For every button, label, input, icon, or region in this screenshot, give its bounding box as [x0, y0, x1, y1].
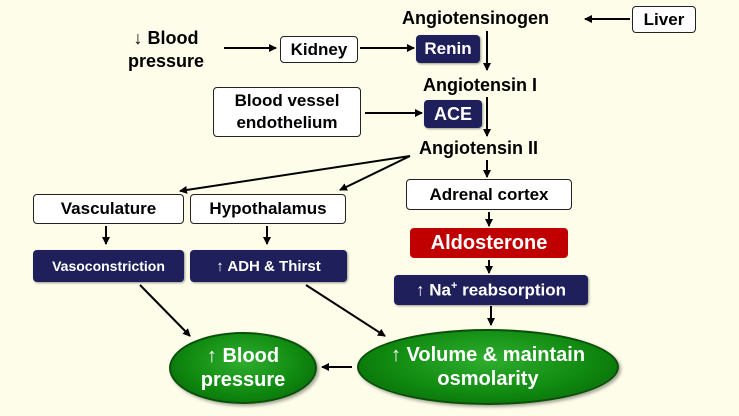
hypothalamus-label: Hypothalamus: [209, 199, 327, 218]
na-reabsorption-box: ↑ Na+ reabsorption: [394, 275, 588, 305]
aldosterone-box: Aldosterone: [410, 228, 568, 258]
angiotensin-2-label: Angiotensin II: [419, 138, 538, 158]
arrow-angiotensin2-to-vasculature: [179, 155, 411, 194]
hypothalamus-box: Hypothalamus: [190, 194, 346, 224]
liver-label: Liver: [643, 9, 685, 29]
liver-box: Liver: [632, 6, 696, 33]
renin-label: Renin: [424, 39, 472, 58]
ace-label: ACE: [433, 103, 472, 124]
volume-line2: osmolarity: [437, 368, 539, 390]
adh-thirst-label: ↑ ADH & Thirst: [216, 257, 321, 275]
endothelium-line2: endothelium: [236, 113, 338, 132]
endothelium-line1: Blood vessel: [234, 91, 340, 110]
angiotensinogen-label: Angiotensinogen: [402, 8, 549, 28]
arrow-vasoconstriction-to-bp: [139, 284, 191, 337]
blood-pressure-increase-oval: ↑ Blood pressure: [169, 332, 317, 404]
volume-osmolarity-oval: ↑ Volume & maintain osmolarity: [357, 329, 619, 405]
adrenal-cortex-label: Adrenal cortex: [429, 184, 549, 204]
high-bp-line1: ↑ Blood: [206, 345, 280, 367]
na-reabsorption-label: ↑ Na+ reabsorption: [416, 280, 566, 301]
na-superscript: +: [450, 279, 458, 292]
na-suffix: reabsorption: [457, 280, 567, 300]
endothelium-box: Blood vessel endothelium: [213, 87, 361, 137]
renin-box: Renin: [416, 35, 480, 63]
volume-line1: ↑ Volume & maintain: [390, 344, 586, 366]
low-bp-line2: pressure: [128, 51, 205, 71]
aldosterone-label: Aldosterone: [430, 231, 548, 254]
low-blood-pressure-label: ↓ Blood pressure: [128, 27, 204, 73]
adh-thirst-box: ↑ ADH & Thirst: [190, 250, 347, 282]
vasoconstriction-label: Vasoconstriction: [52, 258, 165, 274]
arrow-angiotensin2-to-hypothalamus: [339, 155, 411, 191]
vasculature-label: Vasculature: [60, 199, 157, 218]
adrenal-cortex-box: Adrenal cortex: [406, 179, 572, 210]
vasoconstriction-box: Vasoconstriction: [33, 250, 184, 282]
ace-box: ACE: [424, 100, 482, 128]
high-bp-line2: pressure: [200, 369, 286, 391]
low-bp-line1: ↓ Blood: [133, 28, 199, 48]
na-prefix: ↑ Na: [415, 280, 451, 300]
vasculature-box: Vasculature: [33, 194, 184, 224]
kidney-label: Kidney: [290, 39, 348, 59]
kidney-box: Kidney: [280, 36, 358, 63]
arrow-adh-to-volume: [305, 284, 386, 337]
angiotensin-1-label: Angiotensin I: [423, 75, 537, 95]
